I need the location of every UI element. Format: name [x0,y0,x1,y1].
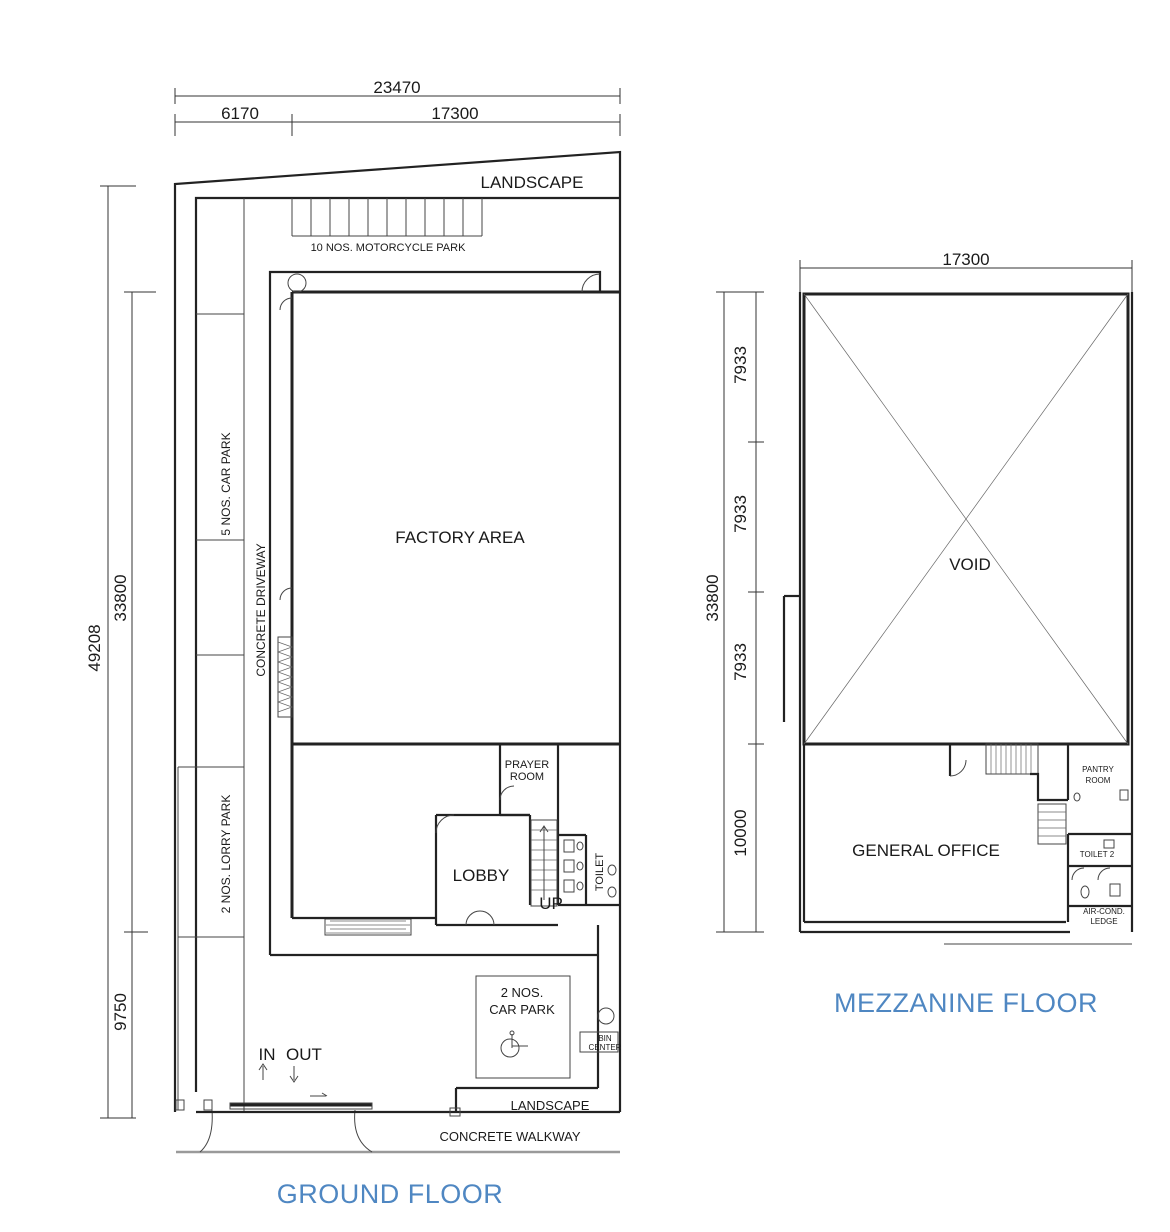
mezzanine-floor-plan: 17300 33800 7933 7933 7933 10000 [703,250,1134,1018]
dim-right-width: 17300 [431,104,478,123]
pantry-room-label-2: ROOM [1086,776,1111,785]
prayer-room-label-1: PRAYER [505,759,549,771]
stair-up-label: UP [539,894,563,913]
accessible-parking-icon [500,1030,528,1058]
site-boundary [173,150,622,1154]
mezzanine-walls [782,292,1134,945]
dim-mezzanine-depth: 33800 [703,574,722,621]
loading-bay-hatch [276,636,412,936]
toilet-2-label: TOILET 2 [1080,850,1115,859]
mezzanine-floor-title: MEZZANINE FLOOR [834,988,1098,1018]
mezzanine-left-dimensions: 33800 7933 7933 7933 10000 [703,291,764,933]
mezzanine-office: GENERAL OFFICE PANTRY ROOM TOILET 2 AIR-… [852,743,1134,932]
lobby-label: LOBBY [453,866,510,885]
general-office-label: GENERAL OFFICE [852,841,1000,860]
car-park-5-label: 5 NOS. CAR PARK [219,432,233,535]
bin-center-label-1: BIN [598,1034,612,1043]
dim-overall-width: 23470 [373,78,420,97]
prayer-room-label-2: ROOM [510,771,544,783]
dim-bay-2: 7933 [731,495,750,533]
office-block: LOBBY PRAYER ROOM UP TOILET [292,744,620,927]
motorcycle-park-label: 10 NOS. MOTORCYCLE PARK [311,242,467,254]
ground-floor-plan: 23470 6170 17300 49208 33800 9750 LANDSC… [85,78,622,1209]
in-arrow-icon [258,1063,268,1080]
traffic-arrow-icon [310,1092,328,1097]
car-park-strip: 5 NOS. CAR PARK 2 NOS. LORRY PARK [177,198,245,1112]
void-label: VOID [949,555,991,574]
front-yard: 2 NOS. CAR PARK BIN CENTER IN OUT [175,925,622,1153]
out-arrow-icon [289,1066,299,1083]
aircond-ledge-label-1: AIR-COND. [1083,907,1125,916]
concrete-driveway-label: CONCRETE DRIVEWAY [254,543,268,676]
dim-overall-depth: 49208 [85,624,104,671]
car-park-2-label-2: CAR PARK [489,1002,555,1017]
car-park-2-label-1: 2 NOS. [501,985,544,1000]
factory-walls [268,270,620,957]
in-label: IN [259,1045,276,1064]
pantry-room-label-1: PANTRY [1082,765,1114,774]
dim-front-depth: 9750 [111,993,130,1031]
dim-bay-1: 7933 [731,346,750,384]
dim-building-depth: 33800 [111,574,130,621]
dim-mezzanine-width: 17300 [942,250,989,269]
mezzanine-top-dimensions: 17300 [799,250,1133,292]
landscape-bottom-label: LANDSCAPE [511,1098,590,1113]
dim-bay-3: 7933 [731,643,750,681]
dim-office-depth: 10000 [731,809,750,856]
ground-left-dimensions: 49208 33800 9750 [85,185,156,1119]
lorry-park-label: 2 NOS. LORRY PARK [219,795,233,914]
concrete-walkway-label: CONCRETE WALKWAY [439,1129,580,1144]
ground-top-dimensions: 23470 6170 17300 [174,78,621,136]
bin-center-label-2: CENTER [589,1043,622,1052]
dim-left-width: 6170 [221,104,259,123]
motorcycle-park: 10 NOS. MOTORCYCLE PARK [291,198,483,254]
landscape-top-label: LANDSCAPE [481,173,584,192]
aircond-ledge-label-2: LEDGE [1090,917,1117,926]
out-label: OUT [286,1045,322,1064]
factory-area-label: FACTORY AREA [395,528,525,547]
toilet-label: TOILET [594,853,606,892]
ground-floor-title: GROUND FLOOR [277,1179,504,1209]
